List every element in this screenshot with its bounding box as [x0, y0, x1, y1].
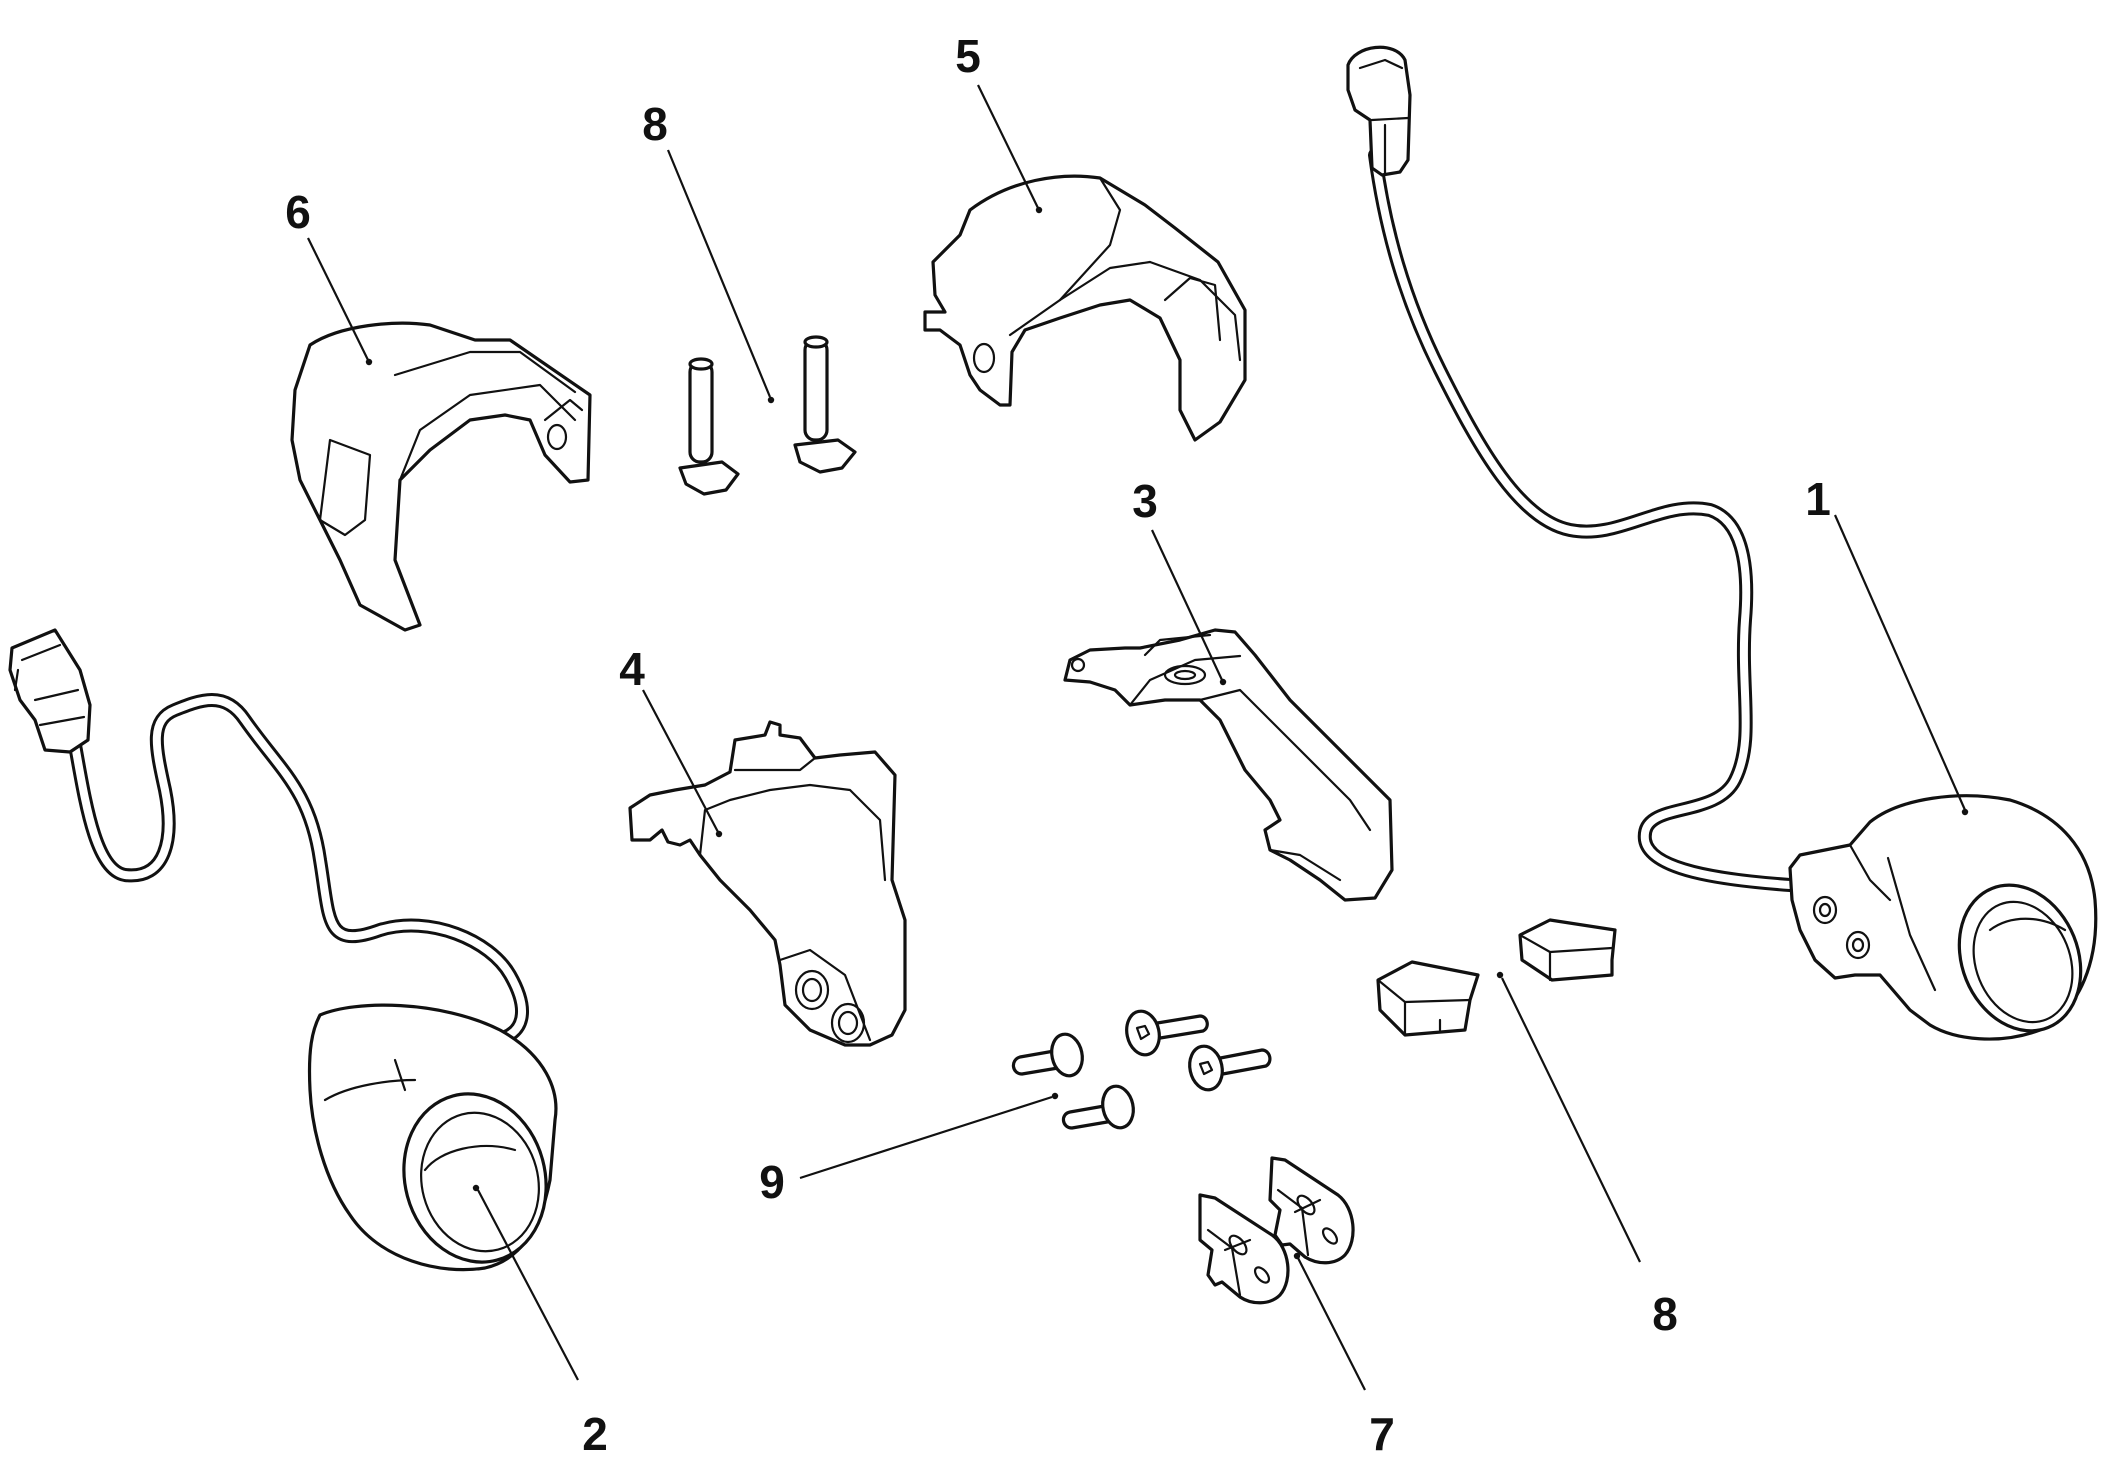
part-3-bracket — [1063, 628, 1394, 902]
leader-dot-8-upper — [767, 396, 775, 404]
leader-1 — [1833, 514, 1967, 811]
leader-4 — [642, 689, 719, 833]
part-9-screw-2 — [1125, 1009, 1209, 1057]
leader-dot-6 — [365, 358, 373, 366]
leader-dot-5 — [1035, 206, 1043, 214]
part-9-screw-3 — [1061, 1084, 1135, 1130]
leader-dot-3 — [1219, 678, 1227, 686]
callout-labels: 1 2 3 4 5 6 7 8 8 9 — [285, 30, 1831, 1460]
leader-3 — [1151, 529, 1223, 681]
leader-dot-8-lower — [1496, 971, 1504, 979]
leader-6 — [307, 237, 369, 361]
leader-8-upper — [666, 149, 772, 398]
callout-4: 4 — [619, 643, 645, 695]
leader-dot-4 — [715, 830, 723, 838]
part-8-pin-right — [793, 335, 857, 474]
callout-5: 5 — [955, 30, 981, 82]
part-1-lamp — [1346, 45, 2098, 1041]
leader-lines — [307, 84, 1969, 1391]
callout-2: 2 — [582, 1408, 608, 1460]
leader-8-lower — [1501, 977, 1641, 1263]
part-6-cover — [290, 321, 592, 632]
callout-1: 1 — [1805, 473, 1831, 525]
part-4-bracket — [628, 720, 907, 1047]
leader-5 — [977, 84, 1039, 209]
callout-8-lower: 8 — [1652, 1288, 1678, 1340]
leader-7 — [1297, 1257, 1366, 1391]
part-5-cover — [923, 174, 1247, 442]
leader-dot-1 — [1961, 808, 1969, 816]
leader-2 — [477, 1189, 579, 1381]
part-9-screw-4 — [1188, 1044, 1272, 1092]
part-8-block-left — [1376, 960, 1480, 1037]
leader-dot-9 — [1051, 1092, 1059, 1100]
part-8-block-right — [1518, 918, 1617, 982]
callout-6: 6 — [285, 186, 311, 238]
leader-dot-2 — [472, 1184, 480, 1192]
leader-9 — [799, 1095, 1053, 1180]
leader-dot-7 — [1293, 1252, 1301, 1260]
callout-7: 7 — [1369, 1408, 1395, 1460]
callout-9: 9 — [759, 1156, 785, 1208]
callout-3: 3 — [1132, 475, 1158, 527]
connector-plug-left — [8, 628, 92, 754]
part-7-plate-left — [1198, 1193, 1290, 1305]
part-2-lamp — [8, 628, 558, 1272]
part-9-screw-1 — [1011, 1032, 1084, 1078]
callout-8-upper: 8 — [642, 98, 668, 150]
part-8-pin-left — [678, 357, 740, 496]
connector-plug-right — [1346, 45, 1412, 177]
part-7-plate-right — [1268, 1156, 1355, 1265]
